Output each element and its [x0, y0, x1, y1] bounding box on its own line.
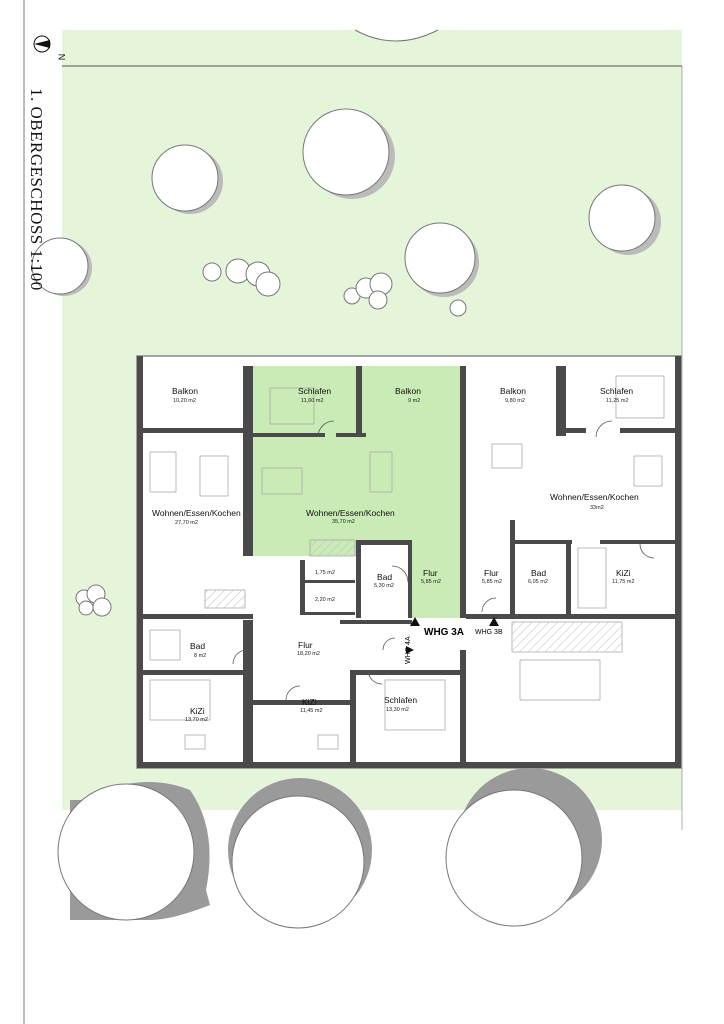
tree-group-top	[31, 29, 661, 617]
entrance-arrows-icon	[406, 617, 499, 654]
room-small-2-area: 2,20 m2	[315, 597, 335, 603]
tree-group-bottom	[57, 768, 602, 929]
walls	[137, 356, 681, 768]
apartment-label-4a: WHG 4A	[405, 636, 412, 664]
door-swings	[232, 420, 655, 701]
hatch-areas	[205, 540, 622, 652]
north-label: N	[56, 53, 67, 61]
apartment-3a-highlight	[253, 366, 460, 618]
apartment-label-3a: WHG 3A	[424, 627, 464, 638]
page-title: 1. OBERGESCHOSS 1:100	[27, 88, 46, 291]
apartment-label-3b: WHG 3B	[475, 629, 503, 636]
north-arrow-icon	[33, 35, 51, 53]
room-small-1-area: 1,75 m2	[315, 570, 335, 576]
